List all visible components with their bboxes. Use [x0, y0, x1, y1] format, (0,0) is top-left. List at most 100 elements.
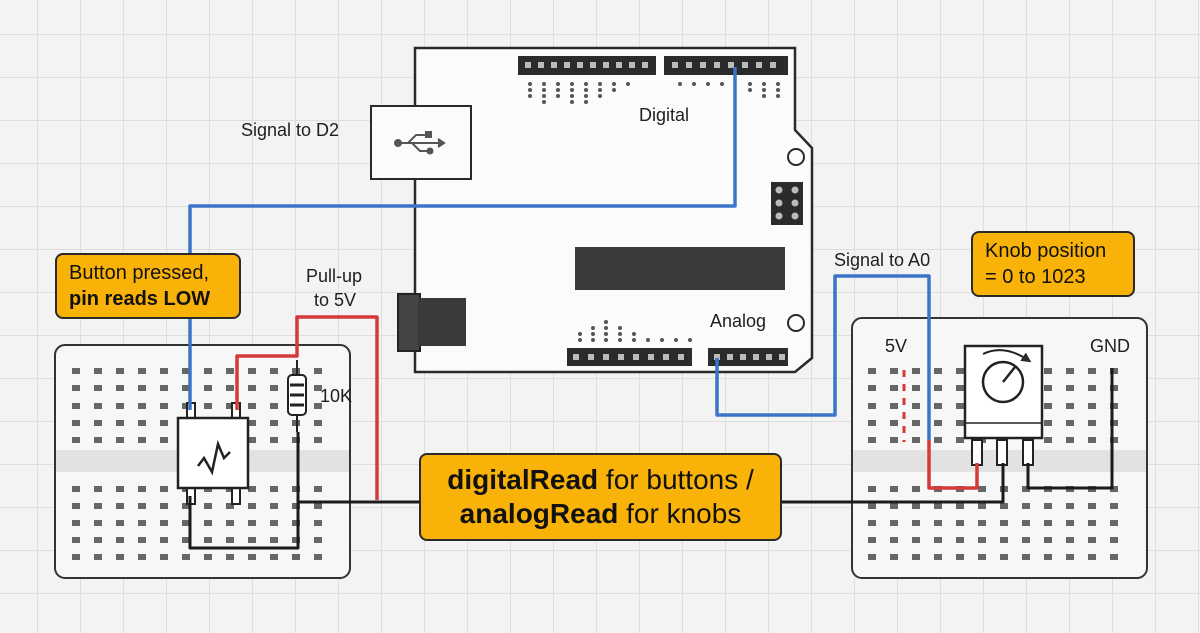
breadboard-hole: [248, 554, 256, 560]
breadboard-hole: [1088, 403, 1096, 409]
breadboard-hole: [270, 368, 278, 374]
ground-wire-left: [188, 432, 300, 550]
breadboard-hole: [116, 437, 124, 443]
breadboard-hole: [226, 403, 234, 409]
breadboard-hole: [204, 503, 212, 509]
header-pin: [740, 354, 746, 360]
header-pin: [648, 354, 654, 360]
breadboard-hole: [182, 554, 190, 560]
breadboard-hole: [94, 368, 102, 374]
breadboard-hole: [868, 520, 876, 526]
breadboard-hole: [1110, 437, 1118, 443]
breadboard-hole: [912, 385, 920, 391]
header-pin: [603, 62, 609, 68]
breadboard-hole: [138, 537, 146, 543]
breadboard-hole: [912, 486, 920, 492]
silkscreen-dot: [762, 82, 766, 86]
analog-header: [708, 348, 788, 366]
breadboard-hole: [314, 437, 322, 443]
silkscreen-dot: [556, 82, 560, 86]
breadboard-hole: [912, 403, 920, 409]
silkscreen-dot: [578, 332, 582, 336]
breadboard-hole: [934, 537, 942, 543]
breadboard-hole: [72, 420, 80, 426]
header-pin: [753, 354, 759, 360]
silkscreen-dot: [591, 326, 595, 330]
breadboard-hole: [912, 537, 920, 543]
breadboard-hole: [314, 554, 322, 560]
breadboard-hole: [890, 420, 898, 426]
header-pin: [686, 62, 692, 68]
breadboard-hole: [292, 503, 300, 509]
pullup-label-line1: Pull-up: [306, 266, 363, 286]
header-pin: [727, 354, 733, 360]
breadboard-hole: [890, 486, 898, 492]
silkscreen-dot: [570, 82, 574, 86]
breadboard-hole: [1088, 503, 1096, 509]
silkscreen-dot: [660, 338, 664, 342]
breadboard-hole: [978, 503, 986, 509]
silkscreen-dot: [542, 82, 546, 86]
silkscreen-dot: [598, 88, 602, 92]
silkscreen-dot: [626, 82, 630, 86]
breadboard-hole: [1110, 403, 1118, 409]
breadboard-hole: [1066, 420, 1074, 426]
mount-hole: [787, 148, 805, 166]
button-callout-line1: Button pressed,: [69, 262, 210, 284]
breadboard-hole: [270, 385, 278, 391]
silkscreen-dot: [618, 332, 622, 336]
breadboard-hole: [160, 486, 168, 492]
knob-position-callout: Knob position = 0 to 1023: [971, 231, 1135, 297]
header-pin: [577, 62, 583, 68]
header-pin: [766, 354, 772, 360]
button-callout-line2: pin reads LOW: [69, 288, 211, 310]
silkscreen-dot: [598, 94, 602, 98]
breadboard-hole: [314, 537, 322, 543]
breadboard-hole: [956, 437, 964, 443]
breadboard-hole: [116, 368, 124, 374]
breadboard-hole: [890, 537, 898, 543]
breadboard-hole: [868, 368, 876, 374]
breadboard-hole: [1066, 520, 1074, 526]
breadboard-hole: [248, 486, 256, 492]
breadboard-hole: [270, 537, 278, 543]
breadboard-hole: [956, 420, 964, 426]
breadboard-hole: [138, 385, 146, 391]
breadboard-hole: [160, 385, 168, 391]
power-header: [567, 348, 692, 366]
header-pin: [779, 354, 785, 360]
header-pin: [573, 354, 579, 360]
breadboard-hole: [248, 437, 256, 443]
analog-label: Analog: [710, 311, 767, 331]
breadboard-hole: [1088, 437, 1096, 443]
pushbutton-icon: [176, 402, 250, 505]
breadboard-hole: [1044, 537, 1052, 543]
breadboard-hole: [94, 385, 102, 391]
breadboard-hole: [270, 486, 278, 492]
silkscreen-dot: [612, 82, 616, 86]
breadboard-hole: [138, 520, 146, 526]
breadboard-hole: [1088, 385, 1096, 391]
breadboard-hole: [1088, 554, 1096, 560]
resistor-icon: [287, 360, 307, 432]
breadboard-hole: [978, 554, 986, 560]
breadboard-hole: [292, 437, 300, 443]
breadboard-hole: [1000, 554, 1008, 560]
silkscreen-dot: [584, 82, 588, 86]
breadboard-hole: [182, 385, 190, 391]
breadboard-hole: [1066, 554, 1074, 560]
silkscreen-dot: [542, 88, 546, 92]
breadboard-hole: [182, 537, 190, 543]
breadboard-hole: [934, 503, 942, 509]
breadboard-hole: [160, 368, 168, 374]
breadboard-hole: [204, 385, 212, 391]
breadboard-hole: [72, 437, 80, 443]
breadboard-hole: [934, 437, 942, 443]
silkscreen-dot: [528, 94, 532, 98]
header-pin: [714, 354, 720, 360]
silkscreen-dot: [632, 332, 636, 336]
breadboard-hole: [270, 503, 278, 509]
breadboard-hole: [160, 520, 168, 526]
breadboard-hole: [912, 368, 920, 374]
breadboard-hole: [248, 420, 256, 426]
